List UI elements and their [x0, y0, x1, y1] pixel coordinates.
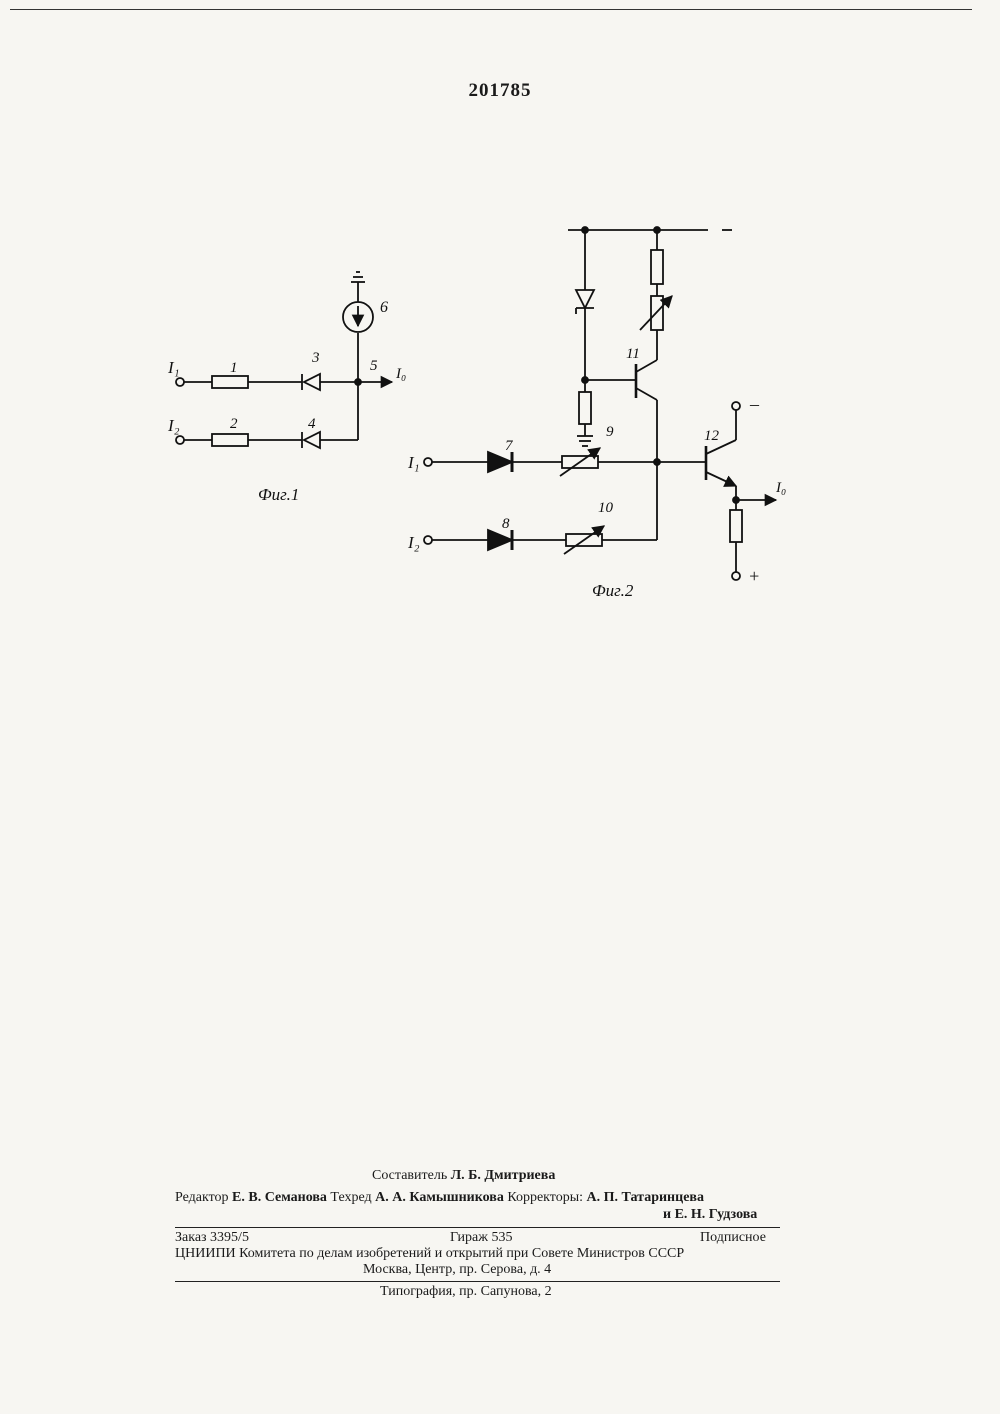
fig2-label-8: 8 [502, 516, 510, 532]
fig1-label-2: 2 [230, 416, 238, 432]
fig1-resistor-1 [212, 376, 248, 388]
fig1-output-label: I₀ [395, 366, 406, 382]
circuit-diagrams: I₁ I₂ I₀ 1 2 3 4 5 6 Фиг.1 [0, 0, 1000, 640]
fig2-emitter-resistor [730, 510, 742, 542]
fig2-input2-label: I₂ [407, 533, 420, 552]
fig1-label-1: 1 [230, 360, 238, 376]
fig2-zener-diode [576, 290, 594, 308]
fig2-label-9: 9 [606, 424, 614, 440]
org-line: ЦНИИПИ Комитета по делам изобретений и о… [175, 1246, 684, 1262]
fig2-label-10: 10 [598, 500, 614, 516]
fig1-resistor-2 [212, 434, 248, 446]
fig2-minus-terminal: – [749, 394, 760, 414]
fig1-input1-terminal [176, 378, 184, 386]
subscription: Подписное [700, 1230, 766, 1246]
fig2-base-resistor [579, 392, 591, 424]
fig1-label-3: 3 [311, 350, 320, 366]
fig1-label-4: 4 [308, 416, 316, 432]
fig1-diode-3 [304, 374, 320, 390]
compiler-line: Составитель Л. Б. Дмитриева [372, 1168, 555, 1184]
corrector2-line: и Е. Н. Гудзова [663, 1207, 757, 1223]
fig1-label-5: 5 [370, 358, 378, 374]
fig2-plus-terminal: + [748, 566, 760, 586]
fig2-caption: Фиг.2 [592, 581, 634, 600]
fig2-diode-7 [488, 452, 512, 472]
footer-rule-1 [175, 1227, 780, 1228]
editor-line: Редактор Е. В. Семанова Техред А. А. Кам… [175, 1190, 704, 1206]
fig1-caption: Фиг.1 [258, 485, 299, 504]
fig2-resistor-top [651, 250, 663, 284]
fig1-label-6: 6 [380, 299, 388, 316]
fig2-label-11: 11 [626, 346, 640, 362]
fig2-diode-8 [488, 530, 512, 550]
circulation: Гираж 535 [450, 1230, 512, 1246]
fig2-label-7: 7 [505, 438, 514, 454]
order-number: Заказ 3395/5 [175, 1230, 249, 1246]
fig2-label-12: 12 [704, 428, 720, 444]
fig1-input2-label: I₂ [167, 416, 180, 435]
fig1-input1-label: I₁ [167, 358, 180, 377]
fig1-diode-4 [304, 432, 320, 448]
fig2-output-label: I₀ [775, 480, 786, 496]
fig1-input2-terminal [176, 436, 184, 444]
footer-rule-2 [175, 1281, 780, 1282]
printing-line: Типография, пр. Сапунова, 2 [380, 1284, 552, 1300]
figure-2 [424, 227, 776, 580]
address-line: Москва, Центр, пр. Серова, д. 4 [363, 1262, 551, 1278]
figure-1 [176, 272, 392, 448]
fig2-input1-label: I₁ [407, 453, 420, 472]
